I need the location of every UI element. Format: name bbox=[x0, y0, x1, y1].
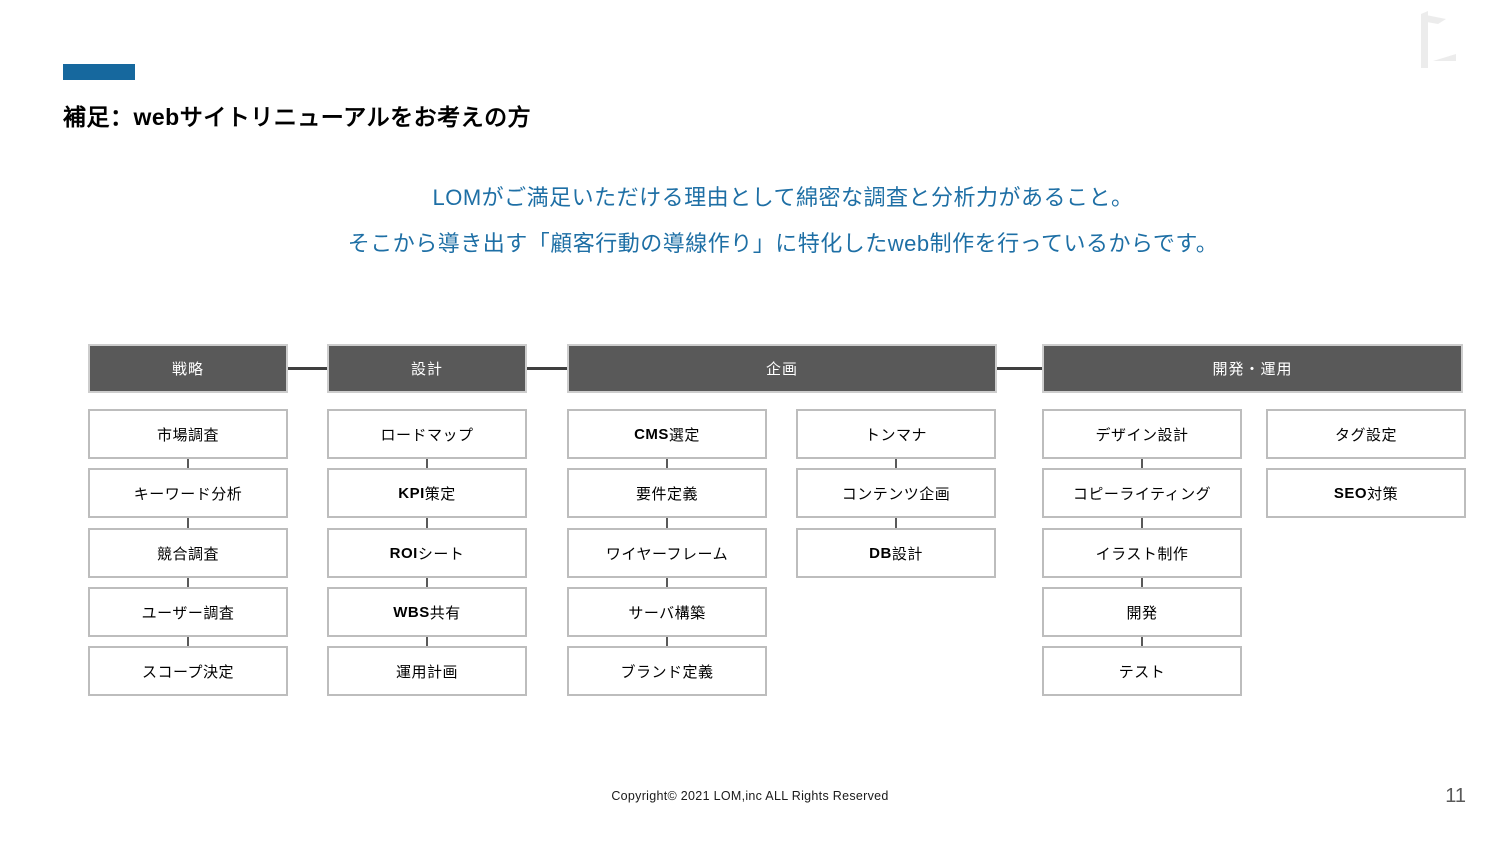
process-box: 要件定義 bbox=[567, 468, 767, 518]
lom-logo-mark bbox=[1421, 11, 1456, 68]
intro-line-1: LOMがご満足いただける理由として綿密な調査と分析力があること。 bbox=[432, 185, 1134, 210]
connector-line bbox=[666, 578, 668, 587]
connector-line bbox=[666, 459, 668, 468]
connector-line bbox=[426, 459, 428, 468]
connector-line bbox=[1141, 518, 1143, 528]
process-box: ロードマップ bbox=[327, 409, 527, 459]
process-box: ブランド定義 bbox=[567, 646, 767, 696]
page-number: 11 bbox=[1445, 785, 1466, 807]
phase-header-1: 戦略 bbox=[88, 344, 288, 393]
process-box: スコープ決定 bbox=[88, 646, 288, 696]
connector-line bbox=[1141, 578, 1143, 587]
connector-line bbox=[187, 459, 189, 468]
connector-line bbox=[426, 518, 428, 528]
process-box: サーバ構築 bbox=[567, 587, 767, 637]
process-box: イラスト制作 bbox=[1042, 528, 1242, 578]
phase-header-4: 開発・運用 bbox=[1042, 344, 1463, 393]
process-box: ワイヤーフレーム bbox=[567, 528, 767, 578]
process-box: コンテンツ企画 bbox=[796, 468, 996, 518]
connector-line bbox=[288, 367, 327, 370]
process-box: ユーザー調査 bbox=[88, 587, 288, 637]
process-box: 運用計画 bbox=[327, 646, 527, 696]
process-box: コピーライティング bbox=[1042, 468, 1242, 518]
connector-line bbox=[426, 637, 428, 646]
connector-line bbox=[666, 637, 668, 646]
process-box: 競合調査 bbox=[88, 528, 288, 578]
connector-line bbox=[1141, 459, 1143, 468]
connector-line bbox=[527, 367, 567, 370]
connector-line bbox=[895, 518, 897, 528]
page-title: 補足：webサイトリニューアルをお考えの方 bbox=[63, 104, 532, 130]
process-box: タグ設定 bbox=[1266, 409, 1466, 459]
connector-line bbox=[895, 459, 897, 468]
copyright-text: Copyright© 2021 LOM,inc ALL Rights Reser… bbox=[611, 789, 889, 803]
process-box: 開発 bbox=[1042, 587, 1242, 637]
process-box: デザイン設計 bbox=[1042, 409, 1242, 459]
connector-line bbox=[187, 637, 189, 646]
connector-line bbox=[426, 578, 428, 587]
phase-header-3: 企画 bbox=[567, 344, 997, 393]
intro-line-2: そこから導き出す「顧客行動の導線作り」に特化したweb制作を行っているからです。 bbox=[347, 231, 1219, 256]
process-box: キーワード分析 bbox=[88, 468, 288, 518]
process-box: トンマナ bbox=[796, 409, 996, 459]
connector-line bbox=[997, 367, 1042, 370]
process-box: テスト bbox=[1042, 646, 1242, 696]
process-box: 市場調査 bbox=[88, 409, 288, 459]
phase-header-2: 設計 bbox=[327, 344, 527, 393]
connector-line bbox=[187, 578, 189, 587]
title-accent-bar bbox=[63, 64, 135, 80]
connector-line bbox=[187, 518, 189, 528]
intro-text: LOMがご満足いただける理由として綿密な調査と分析力があること。 そこから導き出… bbox=[66, 184, 1500, 276]
connector-line bbox=[1141, 637, 1143, 646]
connector-line bbox=[666, 518, 668, 528]
